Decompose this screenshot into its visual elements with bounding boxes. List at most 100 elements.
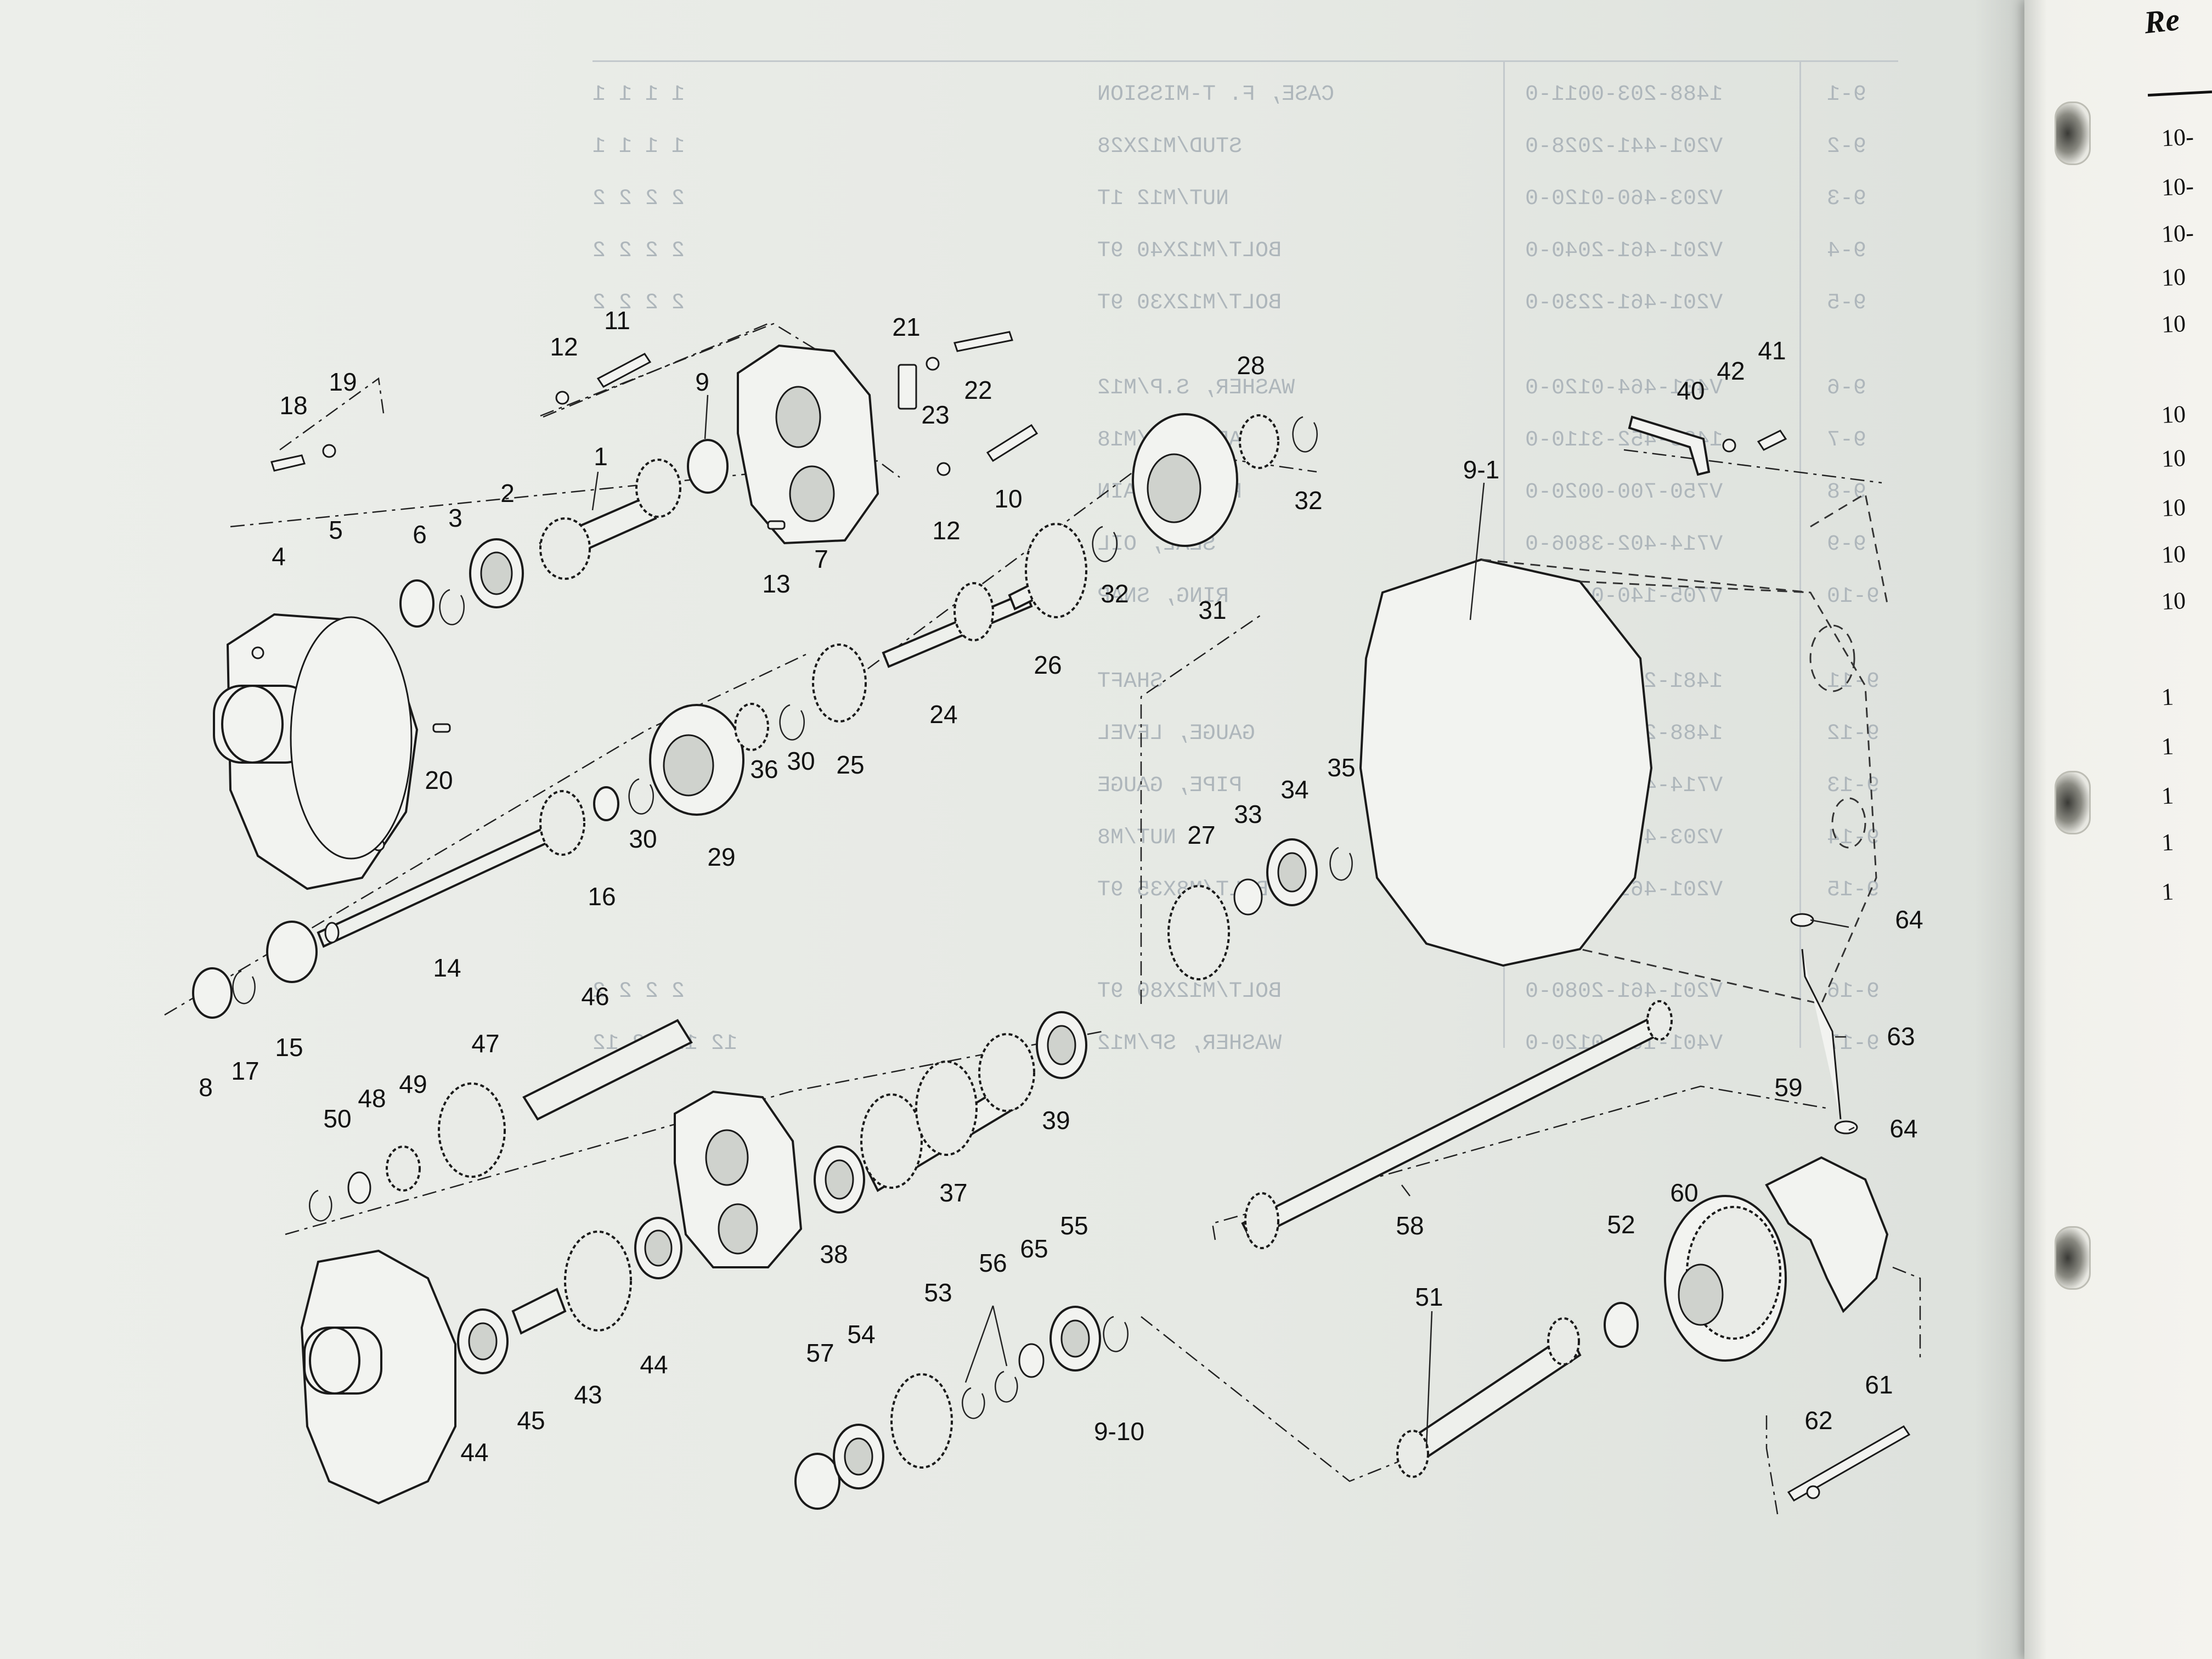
callout-12a: 12 <box>550 332 578 361</box>
callout-29: 29 <box>707 843 735 871</box>
right-page-code: 10 <box>2160 263 2187 292</box>
callout-56: 56 <box>979 1249 1007 1277</box>
part-bearing-38 <box>814 1146 865 1214</box>
callout-15: 15 <box>275 1033 303 1062</box>
part-synchro-hub-29 <box>649 704 744 816</box>
part-snap-ring-50 <box>309 1189 332 1222</box>
leader-line <box>591 471 599 511</box>
part-washer-12a <box>555 391 569 405</box>
leader-upper-shaft <box>230 460 900 528</box>
callout-30a: 30 <box>629 825 657 853</box>
leader-bolts-11 <box>543 323 769 418</box>
part-gear-53 <box>890 1373 953 1469</box>
callout-1: 1 <box>594 442 608 471</box>
part-rear-case-7 <box>737 344 879 545</box>
part-washer-23 <box>926 357 940 371</box>
callout-50: 50 <box>323 1104 351 1133</box>
callout-13: 13 <box>762 569 790 598</box>
part-shift-fork-59 <box>1765 1156 1889 1313</box>
part-shaft-45 <box>511 1288 567 1335</box>
right-page-title: Re <box>2142 1 2181 41</box>
leader-shaft-51 <box>1141 1316 1405 1482</box>
part-snap-ring-32b <box>1292 416 1318 453</box>
part-bearing-39 <box>1036 1011 1087 1079</box>
callout-65: 65 <box>1020 1234 1048 1263</box>
callout-16: 16 <box>588 882 616 911</box>
callout-30b: 30 <box>787 747 815 775</box>
leader-line <box>1469 482 1485 620</box>
part-bearing-55 <box>1049 1306 1101 1372</box>
part-lower-cover <box>300 1249 456 1505</box>
leader-shaft-58 <box>1211 1085 1827 1240</box>
part-washer-42 <box>1722 438 1736 453</box>
callout-20: 20 <box>425 766 453 794</box>
callout-24: 24 <box>929 700 957 729</box>
part-gear-47 <box>438 1082 506 1178</box>
part-washer-12b <box>936 462 951 476</box>
part-pipe-63 <box>1801 949 1842 1120</box>
part-bearing-2 <box>469 538 524 608</box>
right-page-code: 1 <box>2160 683 2175 711</box>
callout-26: 26 <box>1034 651 1062 679</box>
leader-line <box>992 1305 1008 1367</box>
part-bearing-16 <box>593 786 619 821</box>
leader-bolt-61 <box>1765 1415 1779 1515</box>
callout-32a: 32 <box>1101 579 1128 608</box>
part-plate-21 <box>898 364 917 410</box>
callout-48: 48 <box>358 1084 386 1113</box>
callout-28: 28 <box>1237 351 1265 380</box>
part-gear-25 <box>812 644 867 723</box>
part-needle-bearing-28 <box>1239 414 1279 469</box>
part-snap-ring-35 <box>1329 847 1353 881</box>
callout-54: 54 <box>847 1320 875 1348</box>
callout-8: 8 <box>199 1073 213 1102</box>
ghost-table-rule <box>592 60 1898 62</box>
leader-line <box>704 394 709 439</box>
part-synchro-31 <box>1132 413 1238 547</box>
callout-39: 39 <box>1042 1106 1070 1135</box>
part-bearing-54 <box>833 1424 884 1489</box>
part-shaft-51 <box>1396 1317 1582 1478</box>
right-page-code: 10 <box>2160 540 2187 569</box>
part-bolt-61 <box>1787 1425 1911 1502</box>
callout-58: 58 <box>1396 1211 1424 1240</box>
assembly-leaders <box>164 323 1921 1515</box>
leader-line <box>964 1305 994 1383</box>
callout-52: 52 <box>1607 1210 1635 1239</box>
callout-labels: 1 2 3 4 5 6 7 8 9 9-1 9-10 10 11 12 12 1… <box>199 306 1923 1466</box>
binder-hole-bottom <box>2055 1226 2091 1290</box>
part-bracket-40 <box>1628 415 1711 476</box>
callout-12b: 12 <box>932 516 960 545</box>
callout-45: 45 <box>517 1406 545 1435</box>
leader-bracket-40 <box>1623 449 1882 484</box>
callout-49: 49 <box>399 1070 427 1098</box>
callout-18: 18 <box>279 391 307 420</box>
manual-page-right <box>2024 0 2212 1659</box>
part-input-shaft-1 <box>539 459 681 580</box>
part-cluster-gear-37 <box>860 1033 1035 1192</box>
part-bearing-44a <box>457 1308 509 1374</box>
part-bolt-41 <box>1757 430 1787 451</box>
callout-32b: 32 <box>1294 486 1322 515</box>
right-page-code: 1 <box>2160 782 2175 810</box>
part-snap-ring-30a <box>628 778 654 815</box>
callout-31: 31 <box>1198 596 1226 624</box>
part-seal-9 <box>687 439 729 494</box>
callout-10: 10 <box>994 484 1022 513</box>
callout-36: 36 <box>750 755 778 783</box>
part-seal-8 <box>192 967 233 1019</box>
callout-22: 22 <box>964 376 992 404</box>
callout-5: 5 <box>329 516 343 544</box>
leader-line <box>1401 1184 1410 1197</box>
callout-53: 53 <box>924 1278 952 1307</box>
leader-lower-gears <box>285 1030 1103 1235</box>
leader-bolts-18 <box>279 377 385 451</box>
callout-23: 23 <box>921 400 949 429</box>
part-gear-26 <box>1025 523 1087 618</box>
part-gear-43 <box>564 1231 632 1331</box>
callout-6: 6 <box>413 520 427 549</box>
part-bolt-22 <box>953 331 1013 352</box>
right-page-code: 10- <box>2160 172 2194 201</box>
part-gear-27 <box>1167 885 1230 980</box>
